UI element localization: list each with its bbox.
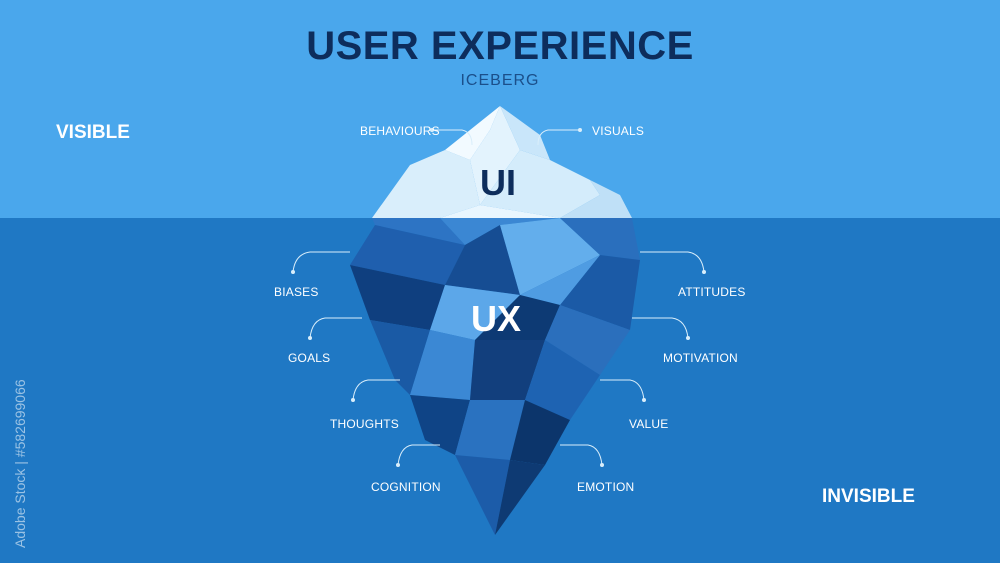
connector-dot bbox=[308, 336, 312, 340]
label-behaviours: BEHAVIOURS bbox=[360, 124, 440, 138]
ice-body-facet bbox=[470, 340, 545, 400]
ice-body-facet bbox=[520, 255, 600, 305]
label-cognition: COGNITION bbox=[371, 480, 441, 494]
ice-body-facet bbox=[410, 395, 470, 455]
ice-body-facet bbox=[525, 340, 600, 420]
connector-dot bbox=[702, 270, 706, 274]
ice-body-facet bbox=[440, 218, 560, 245]
ice-body-facet bbox=[495, 460, 545, 535]
ice-body-facet bbox=[560, 255, 640, 330]
ice-tip-facet bbox=[372, 150, 480, 218]
connector-line bbox=[352, 379, 400, 401]
invisible-zone-label: INVISIBLE bbox=[822, 486, 915, 507]
connector-dot bbox=[291, 270, 295, 274]
connector-line bbox=[309, 317, 362, 339]
ice-tip-facet bbox=[480, 150, 600, 218]
ice-body-facet bbox=[510, 400, 570, 465]
ice-body-facet bbox=[500, 218, 600, 295]
ice-tip-facet bbox=[440, 205, 560, 218]
connector-dot bbox=[351, 398, 355, 402]
connector-line bbox=[432, 129, 473, 146]
ice-body-facet bbox=[475, 295, 560, 340]
visible-zone-label: VISIBLE bbox=[56, 122, 130, 143]
label-attitudes: ATTITUDES bbox=[678, 285, 746, 299]
ice-body-facet bbox=[455, 400, 525, 460]
connector-dot bbox=[578, 128, 582, 132]
ice-tip-facet bbox=[500, 106, 550, 160]
ice-body-facet bbox=[445, 225, 520, 295]
page-subtitle: ICEBERG bbox=[460, 72, 540, 89]
connector-dot bbox=[686, 336, 690, 340]
connector-dot bbox=[600, 463, 604, 467]
ice-body-facet bbox=[350, 225, 465, 285]
label-value: VALUE bbox=[629, 417, 669, 431]
connector-dot bbox=[430, 128, 434, 132]
ice-body-facet bbox=[545, 305, 630, 375]
label-thoughts: THOUGHTS bbox=[330, 417, 399, 431]
ux-label: UX bbox=[471, 298, 522, 339]
page-title: USER EXPERIENCE bbox=[306, 24, 694, 68]
connector-line bbox=[292, 251, 350, 273]
watermark-text: Adobe Stock | #582699066 bbox=[12, 379, 28, 548]
connector-line bbox=[560, 444, 603, 466]
label-biases: BIASES bbox=[274, 285, 319, 299]
ice-tip-facet bbox=[470, 106, 520, 205]
ice-tip-facet bbox=[445, 106, 500, 160]
label-goals: GOALS bbox=[288, 351, 331, 365]
ice-body-facet bbox=[560, 218, 640, 260]
connector-line bbox=[640, 251, 705, 273]
ice-body-facet bbox=[372, 218, 465, 245]
ice-body-facet bbox=[410, 330, 475, 400]
connector-line bbox=[397, 444, 440, 466]
ice-body-facet bbox=[430, 285, 520, 340]
ice-body-facet bbox=[455, 455, 510, 535]
connector-line bbox=[632, 317, 689, 339]
ice-tip-facet bbox=[560, 180, 632, 218]
ice-body-facet bbox=[350, 265, 445, 330]
label-emotion: EMOTION bbox=[577, 480, 635, 494]
connector-line bbox=[600, 379, 645, 401]
ice-body-facet bbox=[370, 320, 430, 395]
connector-dot bbox=[642, 398, 646, 402]
label-visuals: VISUALS bbox=[592, 124, 645, 138]
ui-label: UI bbox=[480, 162, 516, 203]
label-motivation: MOTIVATION bbox=[663, 351, 738, 365]
connector-dot bbox=[396, 463, 400, 467]
connector-line bbox=[537, 129, 580, 146]
